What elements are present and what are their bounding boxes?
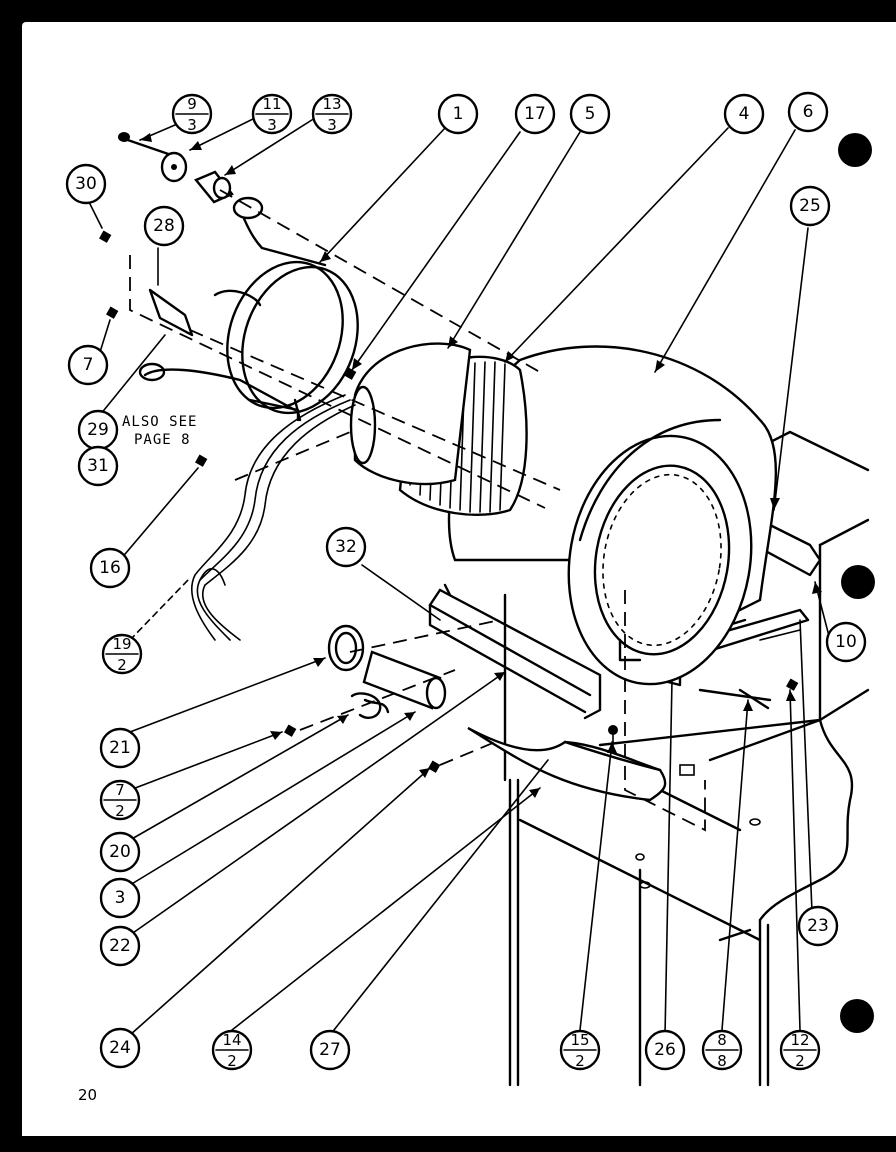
binder-hole <box>841 565 875 599</box>
callout-label: 24 <box>109 1038 131 1058</box>
callout-denominator: 2 <box>227 1052 237 1070</box>
binder-hole <box>838 133 872 167</box>
callout-4: 4 <box>723 93 765 135</box>
callout-denominator: 2 <box>117 656 127 674</box>
callout-3: 3 <box>99 877 141 919</box>
callout-5: 5 <box>569 93 611 135</box>
callout-denominator: 3 <box>267 116 277 134</box>
page-number: 20 <box>78 1086 97 1104</box>
see-also-note-line1: ALSO SEE <box>122 414 197 430</box>
callout-label: 17 <box>524 104 546 124</box>
callout-25: 25 <box>789 185 831 227</box>
callout-denominator: 8 <box>717 1052 727 1070</box>
blower-motor <box>349 342 472 486</box>
callout-20: 20 <box>99 831 141 873</box>
callout-label: 7 <box>83 355 94 375</box>
callout-22: 22 <box>99 925 141 967</box>
callout-label: 22 <box>109 936 131 956</box>
callout-label: 25 <box>799 196 821 216</box>
leader-lines <box>87 117 831 1036</box>
callout-numerator: 8 <box>717 1031 727 1049</box>
wire-harness <box>190 394 356 641</box>
callout-label: 10 <box>835 632 857 652</box>
blower-housing <box>447 345 777 686</box>
callout-denominator: 2 <box>795 1052 805 1070</box>
callout-numerator: 15 <box>570 1031 589 1049</box>
callout-numerator: 11 <box>262 95 281 113</box>
callout-numerator: 13 <box>322 95 341 113</box>
callout-19-2: 192 <box>101 633 143 675</box>
callout-label: 1 <box>453 104 464 124</box>
callout-label: 27 <box>319 1040 341 1060</box>
callout-label: 21 <box>109 738 131 758</box>
callout-32: 32 <box>325 526 367 568</box>
callout-8-8: 88 <box>701 1029 743 1071</box>
callout-label: 3 <box>115 888 126 908</box>
callout-12-2: 122 <box>779 1029 821 1071</box>
callout-numerator: 19 <box>112 635 131 653</box>
binder-hole <box>840 999 874 1033</box>
callout-10: 10 <box>825 621 867 663</box>
callout-label: 5 <box>585 104 596 124</box>
callout-label: 26 <box>654 1040 676 1060</box>
callout-23: 23 <box>797 905 839 947</box>
callout-7-2: 72 <box>99 779 141 821</box>
callout-label: 28 <box>153 216 175 236</box>
assembly-dashed-lines <box>129 189 706 832</box>
callout-label: 32 <box>335 537 357 557</box>
callout-numerator: 14 <box>222 1031 241 1049</box>
callout-31: 31 <box>77 445 119 487</box>
callout-7: 7 <box>67 344 109 386</box>
see-also-note-line2: PAGE 8 <box>134 432 191 448</box>
callout-denominator: 3 <box>187 116 197 134</box>
callout-label: 31 <box>87 456 109 476</box>
callout-label: 23 <box>807 916 829 936</box>
callout-29: 29 <box>77 409 119 451</box>
callout-denominator: 2 <box>115 802 125 820</box>
callout-1: 1 <box>437 93 479 135</box>
callout-30: 30 <box>65 163 107 205</box>
callout-label: 6 <box>803 102 814 122</box>
capacitor <box>327 624 447 719</box>
callout-14-2: 142 <box>211 1029 253 1071</box>
callout-label: 16 <box>99 558 121 578</box>
callout-label: 30 <box>75 174 97 194</box>
callout-9-3: 93 <box>171 93 213 135</box>
hardware-parts <box>99 132 799 773</box>
callout-21: 21 <box>99 727 141 769</box>
callout-28: 28 <box>143 205 185 247</box>
callout-24: 24 <box>99 1027 141 1069</box>
callout-numerator: 7 <box>115 781 125 799</box>
callout-6: 6 <box>787 91 829 133</box>
callout-11-3: 113 <box>251 93 293 135</box>
callout-denominator: 3 <box>327 116 337 134</box>
drain-pan <box>467 726 667 802</box>
callout-17: 17 <box>514 93 556 135</box>
callout-label: 20 <box>109 842 131 862</box>
callout-16: 16 <box>89 547 131 589</box>
callout-13-3: 133 <box>311 93 353 135</box>
callout-label: 4 <box>739 104 750 124</box>
callout-26: 26 <box>644 1029 686 1071</box>
callout-numerator: 12 <box>790 1031 809 1049</box>
callout-denominator: 2 <box>575 1052 585 1070</box>
callout-15-2: 152 <box>559 1029 601 1071</box>
callout-27: 27 <box>309 1029 351 1071</box>
callout-label: 29 <box>87 420 109 440</box>
callout-numerator: 9 <box>187 95 197 113</box>
